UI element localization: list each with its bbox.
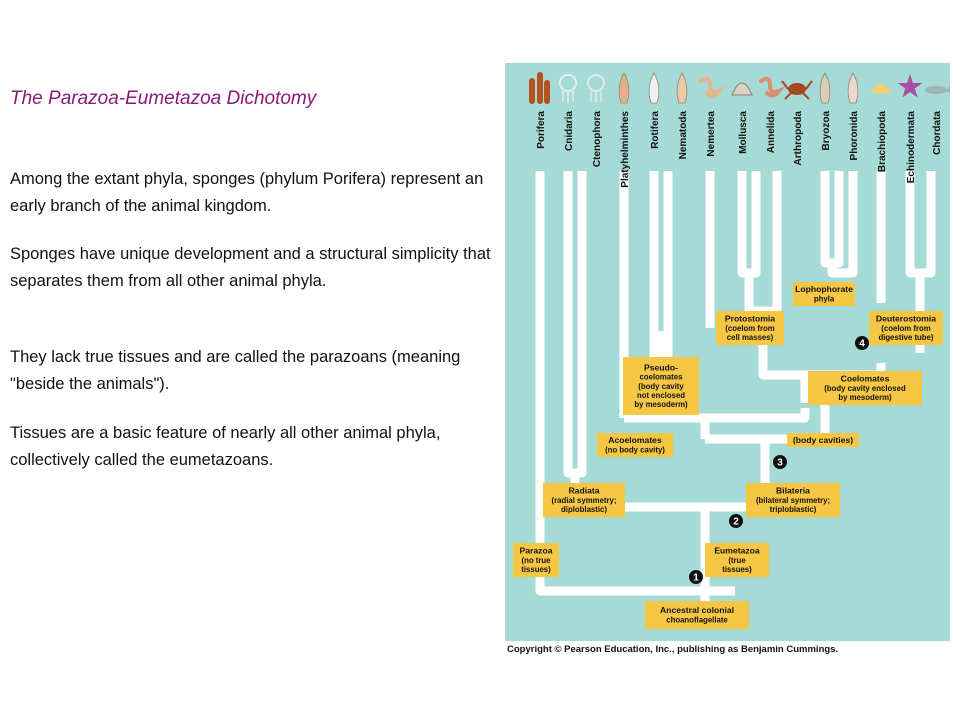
brachiopoda-icon xyxy=(871,84,891,93)
branch-18 xyxy=(624,408,810,423)
box-parazoa-line-3: tissues) xyxy=(521,565,551,574)
branch-12 xyxy=(827,171,858,278)
node-markers: 1 2 3 4 xyxy=(689,336,869,584)
phoronida-icon xyxy=(847,72,859,104)
box-bilateria-line-2: (bilateral symmetry; xyxy=(756,496,830,505)
marker-4-label: 4 xyxy=(859,339,865,350)
box-bilateria-line-1: Bilateria xyxy=(776,486,810,496)
box-coelomates-line-1: Coelomates xyxy=(841,374,890,384)
copyright-notice: Copyright © Pearson Education, Inc., pub… xyxy=(507,644,839,655)
box-parazoa-line-2: (no true xyxy=(521,556,551,565)
marker-4: 4 xyxy=(855,336,869,350)
box-radiata-line-2: (radial symmetry; xyxy=(551,496,616,505)
platyhelminthes-icon xyxy=(618,72,630,104)
box-parazoa-line-1: Parazoa xyxy=(520,546,553,556)
box-bilateria: Bilateria(bilateral symmetry;triploblast… xyxy=(746,483,840,517)
annelida-icon xyxy=(759,76,786,98)
phylum-label-brachiopoda: Brachiopoda xyxy=(877,111,888,173)
nemertea-icon xyxy=(699,76,726,98)
box-lophophorate-line-1: Lophophorate xyxy=(795,284,853,294)
phylum-label-arthropoda: Arthropoda xyxy=(793,111,804,166)
box-radiata-line-1: Radiata xyxy=(568,486,599,496)
phylum-label-nemertea: Nemertea xyxy=(706,111,717,157)
phylum-label-mollusca: Mollusca xyxy=(738,111,749,154)
phylum-label-platyhelminthes: Platyhelminthes xyxy=(620,111,631,188)
mollusca-icon xyxy=(731,82,753,96)
phylum-labels: Porifera Cnidaria Ctenophora Platyhelminthe… xyxy=(536,111,943,188)
marker-3-label: 3 xyxy=(777,458,783,469)
box-pseudocoelomates-line-3: (body cavity xyxy=(638,382,684,391)
bryozoa-icon xyxy=(819,72,831,104)
phylum-label-nematoda: Nematoda xyxy=(678,111,689,160)
porifera-icon xyxy=(529,72,550,104)
nematoda-icon xyxy=(676,72,688,104)
box-deuterostomia-line-2: (coelom from xyxy=(881,324,930,333)
box-acoelomates: Acoelomates(no body cavity) xyxy=(597,433,673,457)
marker-2-label: 2 xyxy=(733,517,739,528)
box-deuterostomia-line-3: digestive tube) xyxy=(878,333,933,342)
animal-icons xyxy=(529,72,950,104)
phylogenetic-tree-diagram: Porifera Cnidaria Ctenophora Platyhelminthe… xyxy=(505,63,950,641)
box-pseudocoelomates-line-1: Pseudo- xyxy=(644,362,678,372)
marker-1: 1 xyxy=(689,570,703,584)
box-protostomia-line-2: (coelom from xyxy=(725,324,774,333)
box-eumetazoa-line-1: Eumetazoa xyxy=(714,546,760,556)
box-pseudocoelomates-line-4: not enclosed xyxy=(637,391,685,400)
chordata-icon xyxy=(925,86,950,94)
phylum-label-annelida: Annelida xyxy=(766,111,777,154)
box-deuterostomia-line-1: Deuterostomia xyxy=(876,314,936,324)
box-radiata-line-3: diploblastic) xyxy=(561,505,607,514)
box-protostomia-line-3: cell masses) xyxy=(727,333,774,342)
echinodermata-icon xyxy=(897,74,923,98)
marker-1-label: 1 xyxy=(693,573,699,584)
phylum-label-phoronida: Phoronida xyxy=(849,111,860,161)
arthropoda-icon xyxy=(781,80,813,100)
ctenophora-icon xyxy=(587,74,605,103)
paragraph-4: Tissues are a basic feature of nearly al… xyxy=(10,424,441,469)
branch-1 xyxy=(535,171,705,596)
box-protostomia-line-1: Protostomia xyxy=(725,314,775,324)
phylum-label-echinodermata: Echinodermata xyxy=(906,111,917,184)
box-bilateria-line-3: triploblastic) xyxy=(770,505,817,514)
box-coelomates-line-3: by mesoderm) xyxy=(838,393,892,402)
box-body-cavities-line-1: (body cavities) xyxy=(793,435,853,445)
slide-title: The Parazoa-Eumetazoa Dichotomy xyxy=(10,88,317,109)
paragraph-2: Sponges have unique development and a st… xyxy=(10,245,491,290)
marker-2: 2 xyxy=(729,514,743,528)
box-coelomates-line-2: (body cavity enclosed xyxy=(824,384,906,393)
phylum-label-porifera: Porifera xyxy=(536,111,547,149)
marker-3: 3 xyxy=(773,455,787,469)
paragraph-1: Among the extant phyla, sponges (phylum … xyxy=(10,170,484,215)
phylum-label-ctenophora: Ctenophora xyxy=(592,111,603,168)
box-pseudocoelomates-line-2: coelomates xyxy=(640,373,684,382)
phylum-label-chordata: Chordata xyxy=(932,111,943,155)
box-body-cavities: (body cavities) xyxy=(787,433,859,447)
cnidaria-icon xyxy=(559,74,577,103)
box-ancestor-line-2: choanoflagellate xyxy=(666,615,728,624)
box-lophophorate-line-2: phyla xyxy=(814,294,835,303)
phylum-label-rotifera: Rotifera xyxy=(650,111,661,149)
box-acoelomates-line-1: Acoelomates xyxy=(608,435,662,445)
box-eumetazoa-line-3: tissues) xyxy=(722,565,752,574)
paragraph-3: They lack true tissues and are called th… xyxy=(10,348,461,393)
box-ancestor-line-1: Ancestral colonial xyxy=(660,605,734,615)
box-pseudocoelomates-line-5: by mesoderm) xyxy=(634,400,688,409)
box-eumetazoa-line-2: (true xyxy=(728,556,746,565)
box-acoelomates-line-2: (no body cavity) xyxy=(605,445,665,454)
phylum-label-bryozoa: Bryozoa xyxy=(821,111,832,151)
rotifera-icon xyxy=(648,72,660,104)
box-radiata: Radiata(radial symmetry;diploblastic) xyxy=(543,483,625,517)
phylum-label-cnidaria: Cnidaria xyxy=(564,111,575,151)
